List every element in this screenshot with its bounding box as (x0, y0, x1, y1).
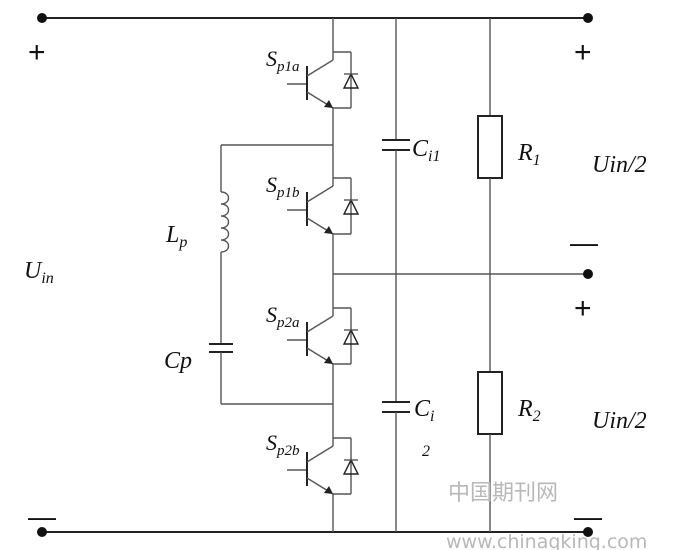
switch-sp1a (287, 50, 360, 110)
minus-sign-left: — (28, 501, 56, 532)
label-uin-half-bottom: Uin/2 (592, 408, 647, 434)
resistor-r1 (477, 115, 503, 179)
label-sp1b: Sp1b (266, 172, 300, 201)
resistor-r2 (477, 371, 503, 435)
label-uin: Uin (24, 258, 54, 287)
label-cp: Cp (164, 348, 192, 374)
label-ci2: Ci (414, 396, 434, 425)
minus-sign-right-mid: — (570, 227, 598, 258)
minus-sign-right-bottom: — (574, 501, 602, 532)
terminal-midpoint (583, 269, 593, 279)
label-lp: Lp (165, 222, 187, 251)
terminal-bottom-right (583, 527, 593, 537)
label-ci1: Ci1 (412, 136, 440, 165)
plus-sign-right-top: + (574, 36, 592, 69)
watermark-cn: 中国期刊网 (448, 481, 558, 506)
switch-sp1b (287, 170, 360, 242)
label-r2: R2 (517, 396, 541, 425)
terminal-top-right (583, 13, 593, 23)
plus-sign-left: + (28, 36, 46, 69)
label-sp1a: Sp1a (266, 46, 300, 75)
switch-sp2b (287, 432, 360, 502)
terminal-bottom-left (37, 527, 47, 537)
plus-sign-right-mid: + (574, 292, 592, 325)
label-sp2b: Sp2b (266, 430, 300, 459)
terminal-top-left (37, 13, 47, 23)
switch-sp2a (287, 300, 360, 372)
label-ci2-index: 2 (422, 443, 430, 460)
label-sp2a: Sp2a (266, 302, 300, 331)
label-r1: R1 (517, 140, 541, 169)
label-uin-half-top: Uin/2 (592, 152, 647, 178)
watermark-url: www.chinaqking.com (446, 531, 647, 550)
inductor-lp (220, 191, 230, 253)
